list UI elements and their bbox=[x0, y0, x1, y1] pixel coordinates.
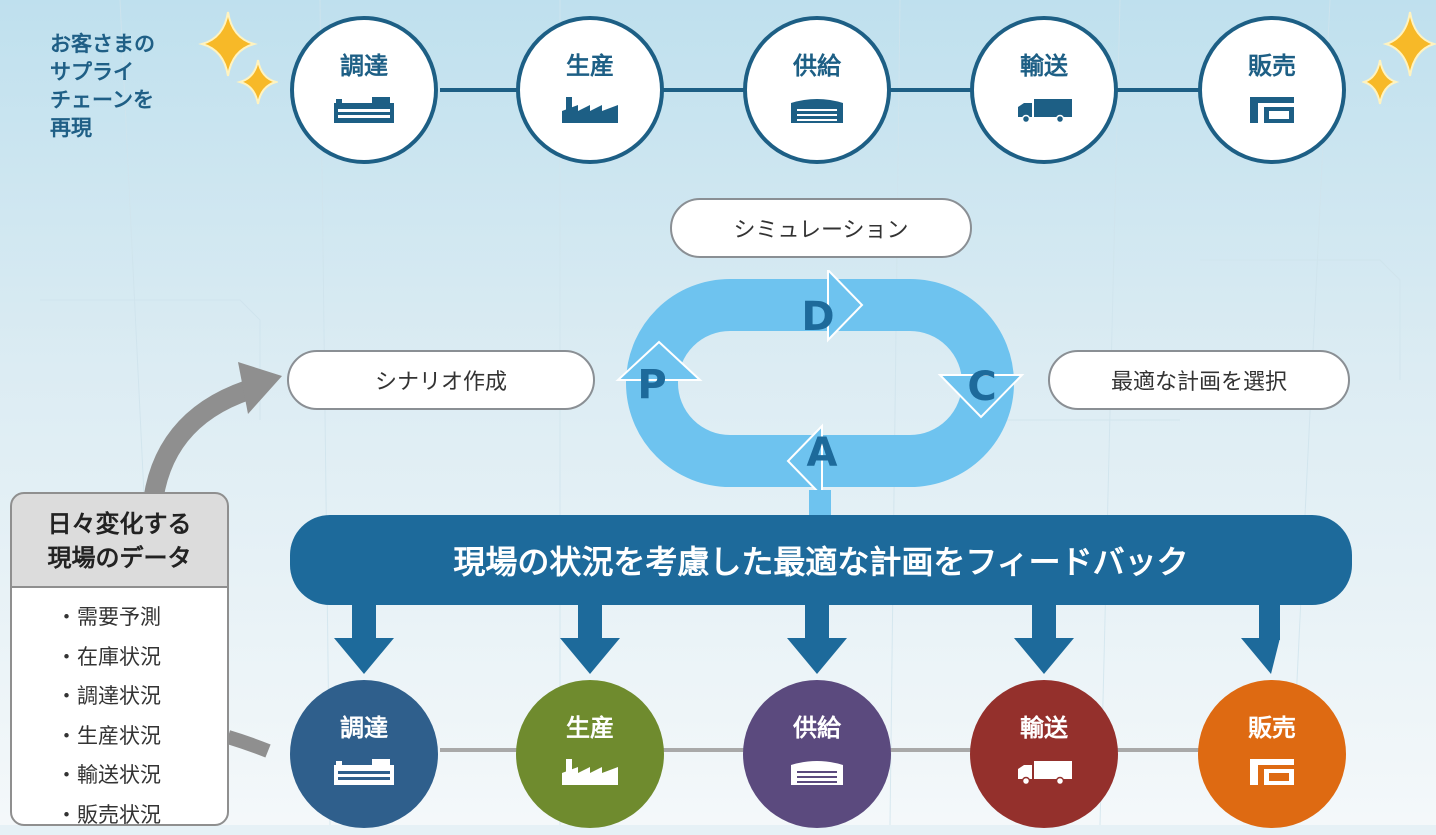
pdca-letter-p: P bbox=[637, 362, 666, 408]
stage-node-production: 生産 bbox=[516, 16, 664, 164]
data-box-title: 日々変化する 現場のデータ bbox=[10, 492, 229, 588]
data-item: ・生産状況 bbox=[56, 717, 227, 757]
pdca-letter-d: D bbox=[801, 294, 834, 340]
shop-icon bbox=[1240, 95, 1304, 123]
warehouse-icon bbox=[332, 95, 396, 123]
result-node-transport: 輸送 bbox=[970, 680, 1118, 828]
shop-icon bbox=[1240, 757, 1304, 785]
feedback-arrows bbox=[330, 600, 1280, 680]
result-node-supply: 供給 bbox=[743, 680, 891, 828]
pdca-letter-a: A bbox=[807, 430, 838, 476]
select-plan-label: 最適な計画を選択 bbox=[1048, 350, 1350, 410]
data-item: ・需要予測 bbox=[56, 598, 227, 638]
data-item: ・在庫状況 bbox=[56, 638, 227, 678]
warehouse-icon bbox=[332, 757, 396, 785]
data-box-title-line: 日々変化する bbox=[12, 507, 227, 541]
factory-icon bbox=[558, 757, 622, 785]
stage-node-procurement: 調達 bbox=[290, 16, 438, 164]
result-node-procurement: 調達 bbox=[290, 680, 438, 828]
stage-node-supply: 供給 bbox=[743, 16, 891, 164]
sparkle-icon bbox=[1362, 10, 1436, 110]
intro-line: 再現 bbox=[50, 114, 220, 142]
stage-label: 生産 bbox=[520, 46, 660, 81]
pdca-letter-c: C bbox=[967, 364, 996, 410]
stage-label: 調達 bbox=[290, 708, 438, 743]
stage-node-sales: 販売 bbox=[1198, 16, 1346, 164]
intro-text: お客さまの サプライ チェーンを 再現 bbox=[50, 30, 220, 142]
stage-label: 輸送 bbox=[970, 708, 1118, 743]
data-item: ・販売状況 bbox=[56, 796, 227, 835]
stage-label: 供給 bbox=[747, 46, 887, 81]
data-to-scenario-arrow bbox=[130, 350, 300, 510]
data-item: ・調達状況 bbox=[56, 677, 227, 717]
simulation-label: シミュレーション bbox=[670, 198, 972, 258]
stage-label: 供給 bbox=[743, 708, 891, 743]
data-box-list: ・需要予測 ・在庫状況 ・調達状況 ・生産状況 ・輸送状況 ・販売状況 bbox=[10, 586, 229, 826]
stage-node-transport: 輸送 bbox=[970, 16, 1118, 164]
storage-icon bbox=[785, 95, 849, 123]
sparkle-icon bbox=[198, 10, 278, 110]
stage-label: 調達 bbox=[294, 46, 434, 81]
feedback-banner: 現場の状況を考慮した最適な計画をフィードバック bbox=[290, 515, 1352, 605]
result-node-production: 生産 bbox=[516, 680, 664, 828]
feedback-curve bbox=[228, 725, 278, 765]
data-box-title-line: 現場のデータ bbox=[12, 541, 227, 575]
intro-line: お客さまの bbox=[50, 30, 220, 58]
data-item: ・輸送状況 bbox=[56, 756, 227, 796]
stage-label: 販売 bbox=[1198, 708, 1346, 743]
result-node-sales: 販売 bbox=[1198, 680, 1346, 828]
scenario-label: シナリオ作成 bbox=[287, 350, 595, 410]
stage-label: 販売 bbox=[1202, 46, 1342, 81]
intro-line: サプライ bbox=[50, 58, 220, 86]
storage-icon bbox=[785, 757, 849, 785]
stage-label: 輸送 bbox=[974, 46, 1114, 81]
truck-icon bbox=[1012, 95, 1076, 123]
factory-icon bbox=[558, 95, 622, 123]
truck-icon bbox=[1012, 757, 1076, 785]
pdca-cycle: D C A P bbox=[600, 270, 1040, 530]
stage-label: 生産 bbox=[516, 708, 664, 743]
intro-line: チェーンを bbox=[50, 86, 220, 114]
